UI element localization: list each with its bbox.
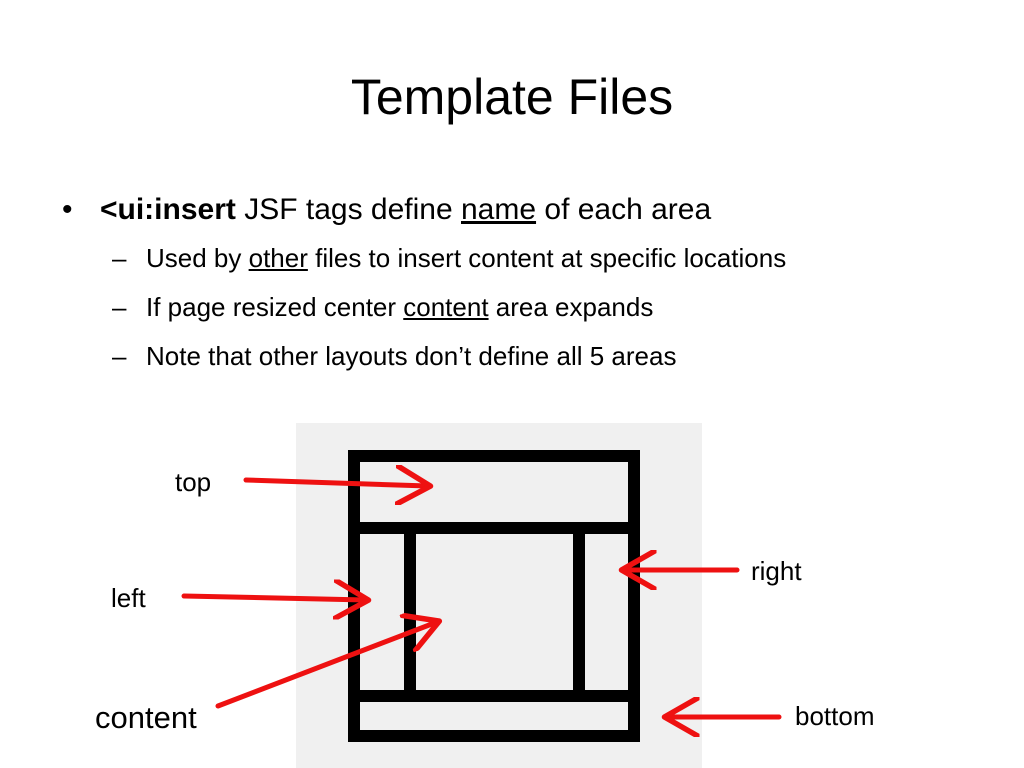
sub-bullet-before: Used by	[146, 243, 249, 273]
sub-bullet-item: –If page resized center content area exp…	[62, 283, 992, 332]
bullet-item: • <ui:insert JSF tags define name of each…	[62, 186, 992, 234]
sub-bullet-after: files to insert content at specific loca…	[307, 243, 787, 273]
sub-bullet-marker: –	[112, 292, 127, 322]
sub-bullet-underlined: content	[403, 292, 489, 322]
arrow-top	[243, 480, 428, 486]
label-content: content	[95, 700, 197, 735]
label-bottom: bottom	[795, 701, 875, 731]
bullet-marker: •	[62, 193, 73, 226]
sub-bullet-before: If page resized center	[146, 292, 404, 322]
sub-bullet-item: –Note that other layouts don’t define al…	[62, 332, 992, 381]
arrow-left	[181, 596, 366, 600]
bullet-tag: <ui:insert	[100, 193, 236, 226]
label-left: left	[111, 583, 146, 613]
label-right: right	[751, 556, 802, 586]
bullet-underlined: name	[461, 193, 537, 226]
sub-bullet-item: –Used by other files to insert content a…	[62, 234, 992, 283]
sub-bullet-underlined: other	[248, 243, 308, 273]
sub-bullet-after: area expands	[488, 292, 654, 322]
slide-title: Template Files	[350, 69, 674, 125]
sub-bullet-marker: –	[112, 243, 127, 273]
bullet-text-after: of each area	[536, 193, 712, 226]
arrow-content	[215, 622, 437, 709]
sub-bullet-marker: –	[112, 341, 127, 371]
sub-bullet-before: Note that other layouts don’t define all…	[146, 341, 677, 371]
bullet-text-before: JSF tags define	[235, 193, 461, 226]
bullet-list: • <ui:insert JSF tags define name of each…	[62, 186, 992, 381]
label-top: top	[175, 467, 212, 497]
arrows	[181, 480, 782, 717]
